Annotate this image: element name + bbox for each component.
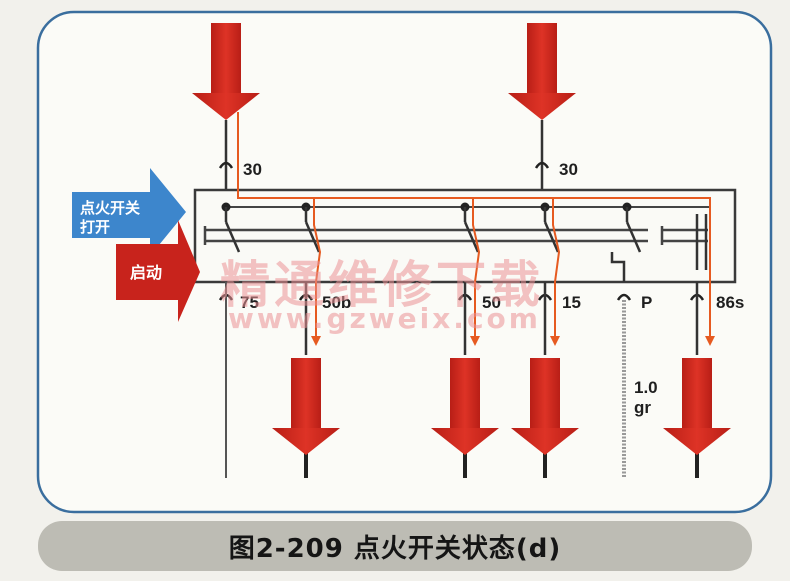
terminal-30-left-symbol [218,161,234,169]
wire-size-label: 1.0 [634,378,658,397]
badge-ignition-on-line1: 点火开关 [80,199,140,217]
badge-ignition-on [72,168,186,256]
badge-start-label: 启动 [130,263,162,282]
terminal-50-label: 50 [482,293,501,312]
terminal-30-right-symbol [534,161,550,169]
terminal-86s-label: 86s [716,293,744,312]
badge-ignition-on-line2: 打开 [80,218,110,236]
ignition-switch-diagram: 点火开关 打开 启动 30 30 75 50b 50 15 P 86s 1.0 … [36,10,773,514]
input-arrow-left [192,23,260,120]
terminal-30-left-label: 30 [243,160,262,179]
caption-bar: 图2-209 点火开关状态(d) [38,521,752,571]
output-arrow-15 [511,358,579,455]
watermark-url: www.gzweix.com [228,302,541,335]
terminal-15-label: 15 [562,293,581,312]
output-arrow-50b [272,358,340,455]
terminal-30-right-label: 30 [559,160,578,179]
figure-caption: 图2-209 点火开关状态(d) [228,533,562,564]
current-path-arrowheads [311,336,715,346]
input-arrow-right [508,23,576,120]
terminal-50b-label: 50b [322,293,351,312]
terminal-P-label: P [641,293,652,312]
terminal-75-label: 75 [240,293,259,312]
output-arrow-50 [431,358,499,455]
badge-start [116,220,200,322]
wire-color-label: gr [634,398,651,417]
switch-contacts [224,207,708,282]
current-path [237,112,711,338]
output-arrow-86s [663,358,731,455]
watermark-chinese: 精通维修下载 [220,256,544,314]
